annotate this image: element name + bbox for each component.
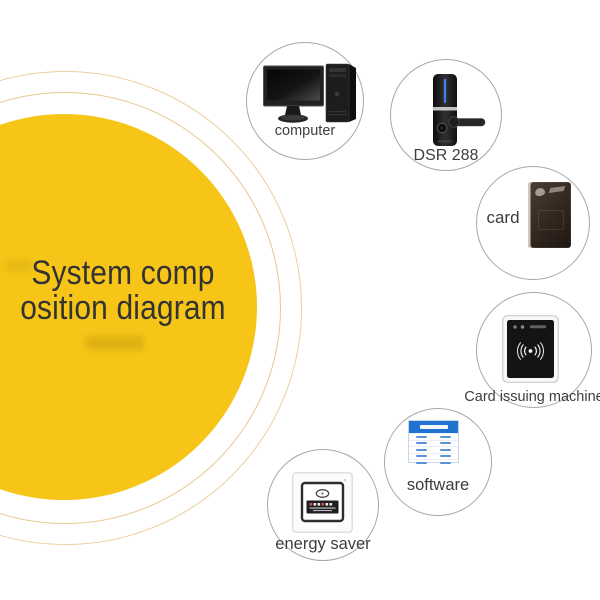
card-issuing-machine-label: Card issuing machine	[464, 389, 600, 405]
computer-label: computer	[274, 123, 336, 139]
page-title: System comp osition diagram	[13, 256, 233, 326]
node-software: software	[384, 408, 492, 516]
computer-icon	[263, 63, 356, 123]
software-table-row	[409, 433, 458, 440]
keycard-emboss	[538, 210, 564, 230]
page-title-line-2: osition diagram	[20, 289, 226, 327]
card-label: card	[486, 208, 520, 227]
watermark	[86, 336, 144, 350]
software-label: software	[406, 476, 470, 494]
keycard-icon	[528, 182, 571, 248]
node-card-issuing-machine: Card issuing machine	[464, 292, 600, 408]
node-door-lock: DSR 288	[390, 59, 502, 171]
software-screenshot-icon	[408, 420, 459, 466]
keycard-emblem	[534, 187, 546, 197]
model-text-bar	[530, 325, 546, 329]
energy-saver-text-glyphs	[309, 503, 336, 512]
node-energy-saver: energy saver	[267, 449, 379, 561]
node-card: card	[476, 166, 590, 280]
energy-saver-switch-icon	[292, 472, 353, 533]
card-reader-icon	[502, 315, 559, 383]
keycard-emblem	[548, 186, 566, 193]
software-table-row	[409, 446, 458, 453]
energy-saver-label: energy saver	[275, 535, 371, 553]
software-table-row	[409, 452, 458, 460]
software-title-bar	[409, 421, 458, 433]
door-lock-icon	[433, 74, 486, 146]
software-table-row	[409, 459, 458, 466]
node-computer: computer	[246, 42, 364, 160]
software-title-text-bar	[419, 425, 448, 429]
software-table-row	[409, 439, 458, 447]
watermark	[6, 260, 32, 272]
door-lock-label: DSR 288	[413, 147, 479, 164]
page-title-line-1: System comp	[31, 254, 215, 292]
